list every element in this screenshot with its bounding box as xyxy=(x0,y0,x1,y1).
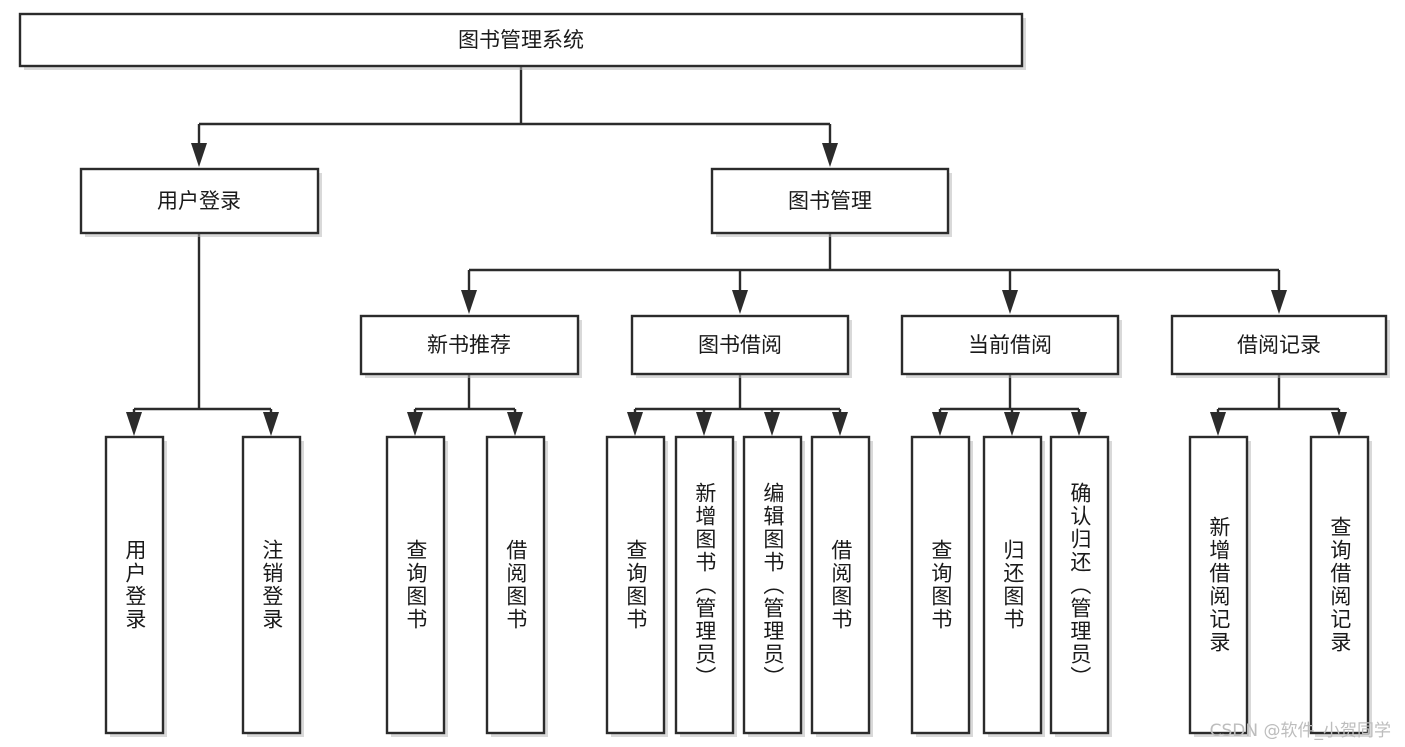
connector-layer xyxy=(126,66,1347,436)
node-borrow-record-label: 借阅记录 xyxy=(1237,333,1321,357)
leaf-box-1 xyxy=(241,435,302,735)
watermark: CSDN @软件_小贺同学 xyxy=(1209,721,1391,741)
arrow-userlogin-to-leaf2 xyxy=(263,412,279,436)
leaf-node-9[interactable] xyxy=(982,435,1045,737)
leaf-box-2 xyxy=(385,435,446,735)
arrow-bookmgmt-to-record xyxy=(1271,290,1287,314)
node-new-book-recommend-box xyxy=(359,314,580,376)
arrow-record-to-leaf1 xyxy=(1210,412,1226,436)
leaf-box-0 xyxy=(104,435,165,735)
arrow-current-to-leaf3 xyxy=(1071,412,1087,436)
node-root-label: 图书管理系统 xyxy=(458,28,584,52)
leaf-box-5 xyxy=(674,435,735,735)
leaf-box-3 xyxy=(485,435,546,735)
node-root-box xyxy=(18,12,1024,68)
arrow-borrow-to-leaf1 xyxy=(627,412,643,436)
node-current-borrow-box xyxy=(900,314,1120,376)
node-borrow-record[interactable]: 借阅记录 xyxy=(1170,314,1390,378)
node-new-book-recommend-label: 新书推荐 xyxy=(427,333,511,357)
arrow-borrow-to-leaf2 xyxy=(696,412,712,436)
node-new-book-recommend[interactable]: 新书推荐 xyxy=(359,314,582,378)
arrow-root-to-book-mgmt xyxy=(822,143,838,167)
node-book-management-label: 图书管理 xyxy=(788,189,872,213)
leaf-box-7 xyxy=(810,435,871,735)
leaf-node-3[interactable] xyxy=(485,435,548,737)
node-current-borrow-label: 当前借阅 xyxy=(968,333,1052,357)
arrow-record-to-leaf2 xyxy=(1331,412,1347,436)
leaf-node-10[interactable] xyxy=(1049,435,1112,737)
leaf-node-12[interactable] xyxy=(1309,435,1372,737)
leaf-box-11 xyxy=(1188,435,1249,735)
node-user-login[interactable]: 用户登录 xyxy=(79,167,322,237)
arrow-current-to-leaf1 xyxy=(932,412,948,436)
arrow-borrow-to-leaf4 xyxy=(832,412,848,436)
node-root[interactable]: 图书管理系统 xyxy=(18,12,1026,70)
leaf-boxes xyxy=(104,435,1372,737)
leaf-box-8 xyxy=(910,435,971,735)
leaf-node-7[interactable] xyxy=(810,435,873,737)
arrow-userlogin-to-leaf1 xyxy=(126,412,142,436)
leaf-node-8[interactable] xyxy=(910,435,973,737)
arrow-root-to-user-login xyxy=(191,143,207,167)
node-book-management-box xyxy=(710,167,950,235)
node-borrow-record-box xyxy=(1170,314,1388,376)
arrow-newbook-to-leaf1 xyxy=(407,412,423,436)
arrow-bookmgmt-to-current xyxy=(1002,290,1018,314)
arrow-newbook-to-leaf2 xyxy=(507,412,523,436)
node-book-borrow-box xyxy=(630,314,850,376)
arrow-bookmgmt-to-borrow xyxy=(732,290,748,314)
leaf-box-9 xyxy=(982,435,1043,735)
leaf-node-11[interactable] xyxy=(1188,435,1251,737)
leaf-node-0[interactable] xyxy=(104,435,167,737)
node-book-borrow-label: 图书借阅 xyxy=(698,333,782,357)
leaf-box-12 xyxy=(1309,435,1370,735)
node-user-login-box xyxy=(79,167,320,235)
leaf-node-5[interactable] xyxy=(674,435,737,737)
leaf-node-6[interactable] xyxy=(742,435,805,737)
arrow-bookmgmt-to-newbook xyxy=(461,290,477,314)
node-book-borrow[interactable]: 图书借阅 xyxy=(630,314,852,378)
leaf-box-6 xyxy=(742,435,803,735)
node-user-login-label: 用户登录 xyxy=(157,189,241,213)
arrow-current-to-leaf2 xyxy=(1004,412,1020,436)
leaf-node-1[interactable] xyxy=(241,435,304,737)
node-book-management[interactable]: 图书管理 xyxy=(710,167,952,237)
leaf-node-2[interactable] xyxy=(385,435,448,737)
leaf-box-10 xyxy=(1049,435,1110,735)
leaf-box-4 xyxy=(605,435,666,735)
node-current-borrow[interactable]: 当前借阅 xyxy=(900,314,1122,378)
arrow-borrow-to-leaf3 xyxy=(764,412,780,436)
leaf-node-4[interactable] xyxy=(605,435,668,737)
